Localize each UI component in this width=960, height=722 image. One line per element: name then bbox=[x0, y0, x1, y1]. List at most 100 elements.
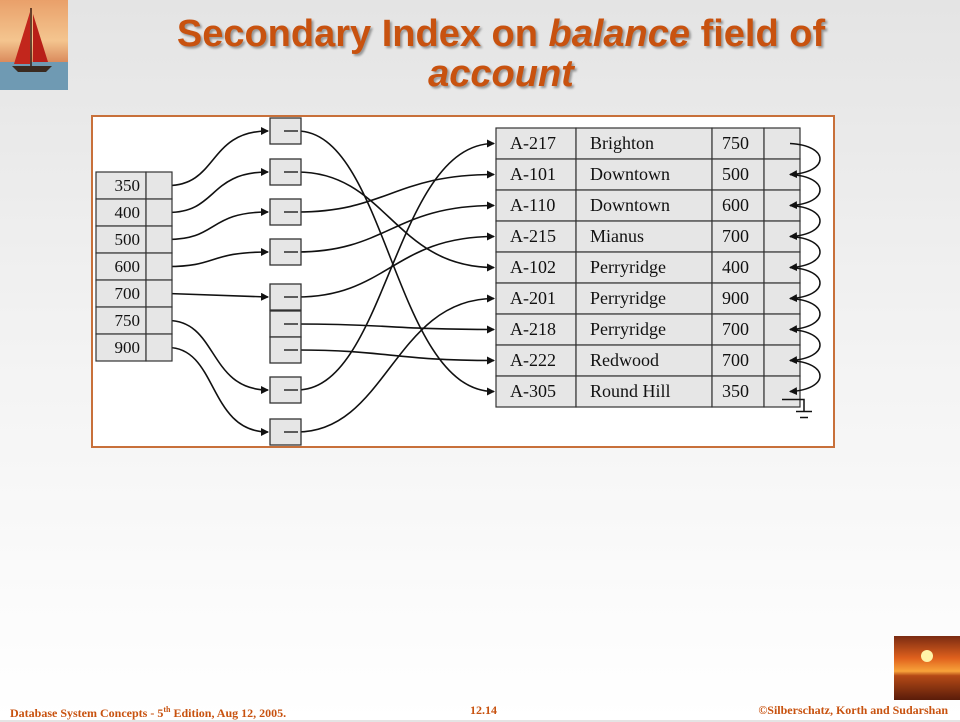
record-branch-label: Brighton bbox=[590, 133, 654, 153]
record-cell bbox=[495, 375, 577, 408]
footer-page-number: 12.14 bbox=[470, 703, 497, 717]
index-pointer-cell bbox=[145, 225, 173, 254]
footer-copyright: ©Silberschatz, Korth and Sudarshan bbox=[758, 703, 948, 717]
footer-course: Database System Concepts - 5th Edition, … bbox=[10, 701, 286, 720]
footer-left-sup: th bbox=[163, 705, 171, 714]
record-cell bbox=[711, 375, 765, 408]
record-chain-arrow bbox=[789, 297, 821, 334]
record-account-label: A-222 bbox=[510, 350, 556, 370]
title-part2: field of bbox=[690, 13, 826, 55]
bucket-to-record-arrow bbox=[296, 171, 495, 272]
record-account-label: A-217 bbox=[510, 133, 556, 153]
record-balance-label: 400 bbox=[722, 257, 749, 277]
record-account-label: A-305 bbox=[510, 381, 556, 401]
sunset-logo bbox=[894, 636, 960, 700]
bucket-to-record-arrow bbox=[296, 130, 495, 396]
record-chain-arrow bbox=[789, 328, 821, 365]
index-key-cell bbox=[95, 333, 147, 362]
index-to-bucket-arrow bbox=[167, 346, 269, 436]
record-balance-label: 700 bbox=[722, 350, 749, 370]
record-balance-label: 600 bbox=[722, 195, 749, 215]
record-account-label: A-215 bbox=[510, 226, 556, 246]
record-account-label: A-110 bbox=[510, 195, 555, 215]
record-cell bbox=[495, 313, 577, 346]
index-key-label: 750 bbox=[115, 311, 141, 330]
index-key-cell bbox=[95, 306, 147, 335]
record-chain-arrow bbox=[789, 235, 821, 272]
record-cell bbox=[711, 127, 765, 160]
record-cell bbox=[495, 158, 577, 191]
bucket-to-record-arrow bbox=[296, 201, 495, 253]
record-branch-label: Downtown bbox=[590, 164, 670, 184]
null-pointer-line bbox=[782, 398, 805, 412]
index-key-label: 500 bbox=[115, 230, 141, 249]
record-cell bbox=[495, 251, 577, 284]
record-balance-label: 900 bbox=[722, 288, 749, 308]
index-key-label: 900 bbox=[115, 338, 141, 357]
index-pointer-cell bbox=[145, 252, 173, 281]
index-key-label: 400 bbox=[115, 203, 141, 222]
index-pointer-cell bbox=[145, 333, 173, 362]
index-key-cell bbox=[95, 279, 147, 308]
record-cell bbox=[575, 375, 713, 408]
record-account-label: A-201 bbox=[510, 288, 556, 308]
sailboat-logo bbox=[0, 0, 68, 90]
record-cell bbox=[763, 127, 801, 160]
record-cell bbox=[763, 313, 801, 346]
record-branch-label: Perryridge bbox=[590, 257, 666, 277]
record-cell bbox=[711, 313, 765, 346]
record-account-label: A-101 bbox=[510, 164, 556, 184]
record-branch-label: Downtown bbox=[590, 195, 670, 215]
record-branch-label: Perryridge bbox=[590, 319, 666, 339]
record-chain-arrow bbox=[789, 266, 821, 303]
index-to-bucket-arrow bbox=[167, 208, 269, 241]
index-pointer-cell bbox=[145, 306, 173, 335]
record-chain-arrow bbox=[789, 142, 821, 179]
index-key-label: 350 bbox=[115, 176, 141, 195]
record-branch-label: Perryridge bbox=[590, 288, 666, 308]
bucket-to-record-arrow bbox=[296, 349, 495, 365]
record-account-label: A-218 bbox=[510, 319, 556, 339]
bucket-to-record-arrow bbox=[296, 170, 495, 213]
record-cell bbox=[711, 158, 765, 191]
bucket-to-record-arrow bbox=[296, 323, 495, 334]
index-to-bucket-arrow bbox=[167, 168, 269, 214]
record-cell bbox=[711, 344, 765, 377]
index-to-bucket-arrow bbox=[167, 248, 269, 268]
bucket-to-record-arrow bbox=[296, 139, 495, 391]
record-balance-label: 700 bbox=[722, 319, 749, 339]
record-account-label: A-102 bbox=[510, 257, 556, 277]
index-pointer-cell bbox=[145, 279, 173, 308]
index-pointer-cell bbox=[145, 198, 173, 227]
record-balance-label: 500 bbox=[722, 164, 749, 184]
index-key-label: 600 bbox=[115, 257, 141, 276]
record-balance-label: 350 bbox=[722, 381, 749, 401]
sun-shape bbox=[921, 650, 933, 662]
record-cell bbox=[495, 344, 577, 377]
record-cell bbox=[575, 127, 713, 160]
index-key-label: 700 bbox=[115, 284, 141, 303]
record-branch-label: Mianus bbox=[590, 226, 644, 246]
record-cell bbox=[763, 344, 801, 377]
bucket-to-record-arrow bbox=[296, 232, 495, 298]
record-chain-arrow bbox=[789, 204, 821, 241]
title-line2: account bbox=[428, 53, 574, 95]
title-italic: balance bbox=[548, 13, 691, 55]
record-chain-arrow bbox=[789, 173, 821, 210]
record-cell bbox=[711, 189, 765, 222]
slide-title: Secondary Index on balance field of acco… bbox=[68, 14, 934, 94]
bucket-to-record-arrow bbox=[296, 294, 495, 433]
record-balance-label: 700 bbox=[722, 226, 749, 246]
index-to-bucket-arrow bbox=[167, 127, 269, 187]
record-balance-label: 750 bbox=[722, 133, 749, 153]
index-to-bucket-arrow bbox=[167, 319, 269, 394]
index-to-bucket-arrow bbox=[167, 292, 269, 301]
record-cell bbox=[575, 282, 713, 315]
record-branch-label: Round Hill bbox=[590, 381, 671, 401]
record-cell bbox=[495, 127, 577, 160]
record-branch-label: Redwood bbox=[590, 350, 659, 370]
record-cell bbox=[763, 220, 801, 253]
title-part1: Secondary Index on bbox=[176, 13, 549, 55]
